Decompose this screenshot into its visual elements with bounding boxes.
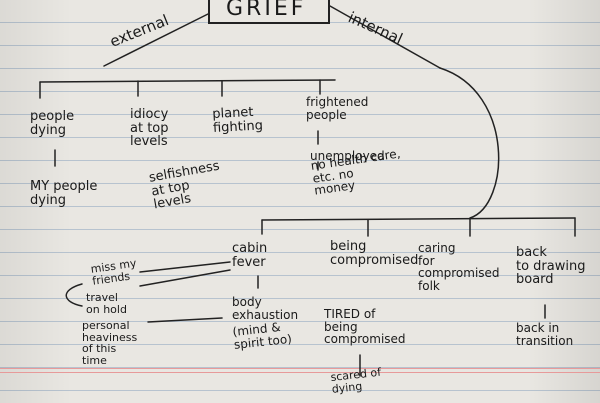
node-planet-fighting: planet fighting	[211, 104, 264, 136]
internal-bracket	[261, 217, 576, 221]
node-my-people-dying: MY people dying	[30, 179, 98, 208]
margin-line	[0, 372, 600, 373]
node-unemployed: unemployed	[310, 149, 385, 163]
node-frightened-people: frightened people	[306, 95, 369, 122]
node-personal-heaviness: personal heaviness of this time	[82, 319, 138, 367]
edge-miss-friends	[139, 261, 231, 273]
node-back-in-transition: back in transition	[516, 321, 574, 348]
edge-internal	[329, 5, 441, 69]
left-bracket	[65, 283, 83, 307]
margin-line	[0, 368, 600, 369]
node-travel-on-hold: travel on hold	[86, 291, 127, 316]
node-cabin-fever: cabin fever	[232, 241, 268, 270]
node-caring-for-folk: caring for compromised folk	[418, 241, 500, 293]
node-back-to-drawing-board: back to drawing board	[516, 245, 586, 288]
node-being-compromised: being compromised	[330, 239, 419, 268]
edge-heaviness	[147, 317, 223, 323]
node-body-exhaustion: body exhaustion	[232, 295, 299, 322]
internal-curve	[439, 67, 500, 219]
edge-external	[103, 13, 209, 67]
node-tired-of-compromised: TIRED of being compromised	[324, 307, 406, 347]
page-title: GRIEF	[226, 0, 307, 21]
external-bracket	[39, 79, 336, 83]
title-box	[208, 0, 330, 24]
edge-miss-friends	[139, 269, 231, 287]
node-idiocy: idiocy at top levels	[130, 107, 169, 150]
node-people-dying: people dying	[30, 109, 75, 138]
